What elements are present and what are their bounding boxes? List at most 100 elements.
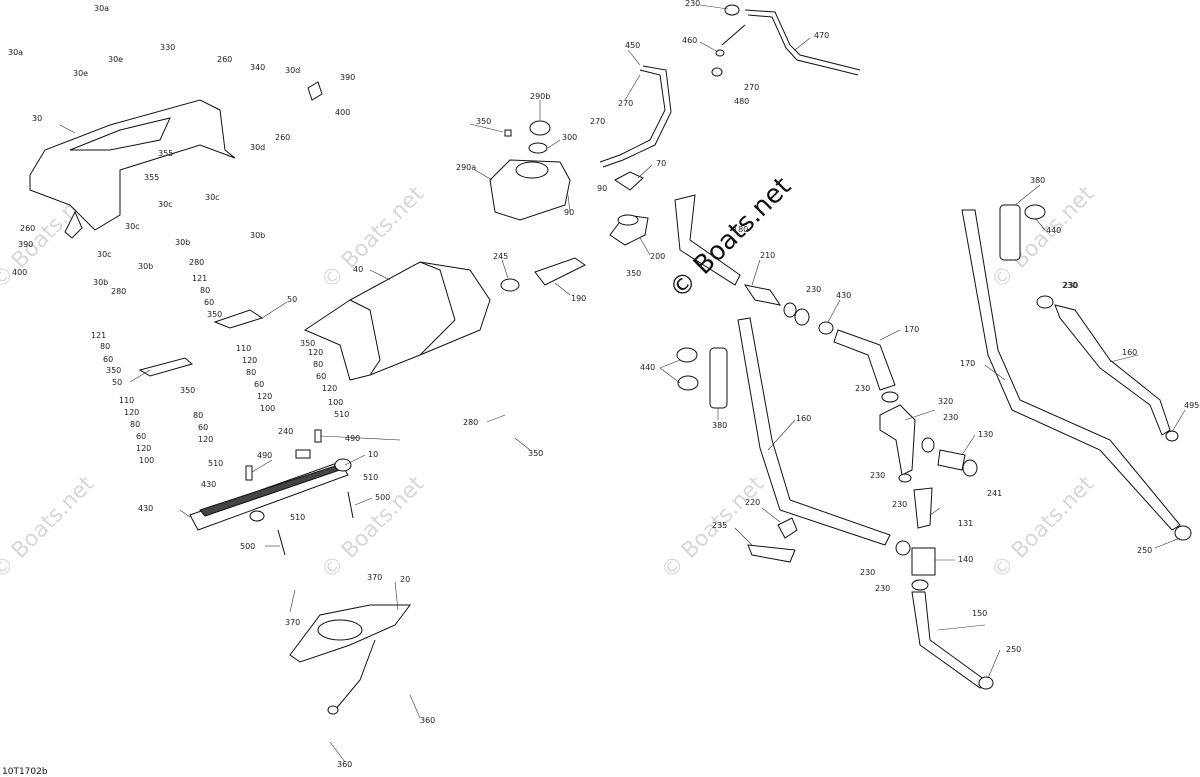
callout-370: 370 [367,573,382,582]
cap-290b [529,120,551,136]
callout-50: 50 [287,295,297,304]
callout-labels: 230 470 460 270 480 450 270 350 290b 300… [8,0,1199,769]
callout-350: 350 [300,339,315,348]
clamp-440-a [676,347,698,363]
cover-70 [614,171,644,191]
callout-30b: 30b [250,231,265,240]
part-390-top [307,81,323,101]
callout-230: 230 [892,500,907,509]
callout-140: 140 [958,555,973,564]
callout-170: 170 [904,325,919,334]
heat-exchanger-end2 [249,510,265,522]
clamp-230-top [724,4,740,16]
callout-510: 510 [334,410,349,419]
callout-120: 120 [322,384,337,393]
clamp-230-h [1036,295,1054,309]
hose-160-center [737,317,891,546]
callout-230: 230 [855,384,870,393]
cover-40-detail [349,299,381,376]
clamp-495 [1165,430,1179,442]
callout-30b: 30b [138,262,153,271]
callout-355: 355 [144,173,159,182]
callout-510: 510 [363,473,378,482]
callout-440: 440 [640,363,655,372]
hose-190 [534,257,586,286]
part-490-a [245,465,253,481]
callout-440: 440 [1046,226,1061,235]
bracket-220 [777,517,798,539]
clamp-440-right [1024,204,1046,220]
heat-exchanger-end [334,458,352,472]
callout-460: 460 [682,36,697,45]
deck-30 [29,99,236,231]
callout-380: 380 [1030,176,1045,185]
hose-180 [674,194,741,286]
reservoir-neck [515,161,549,179]
part-240 [295,449,311,459]
callout-430: 430 [836,291,851,300]
housing-200-top [617,214,639,226]
callout-120: 120 [136,444,151,453]
callout-350: 350 [106,366,121,375]
callout-240: 240 [278,427,293,436]
cable-20 [334,639,376,711]
hose-131 [913,487,933,529]
callout-80: 80 [313,360,323,369]
callout-380: 380 [712,421,727,430]
callout-80: 80 [200,286,210,295]
callout-290a: 290a [456,163,476,172]
callout-270: 270 [590,117,605,126]
callout-10: 10 [368,450,378,459]
callout-510: 510 [290,513,305,522]
callout-80: 80 [246,368,256,377]
callout-230: 230 [870,471,885,480]
callout-120: 120 [124,408,139,417]
seal-300 [528,142,548,154]
callout-350: 350 [476,117,491,126]
heat-exchanger-fins [199,465,342,517]
hose-470-edge [747,14,859,76]
callout-110: 110 [236,344,251,353]
callout-110: 110 [119,396,134,405]
callout-200: 200 [650,252,665,261]
callout-430: 430 [138,504,153,513]
callout-130: 130 [978,430,993,439]
callout-280: 280 [463,418,478,427]
callout-30c: 30c [158,200,173,209]
callout-121: 121 [192,274,207,283]
callout-280: 280 [111,287,126,296]
callout-30e: 30e [108,55,123,64]
hose-170-right [961,209,1181,531]
pipe-210 [743,284,782,306]
callout-230: 230 [943,413,958,422]
hose-130 [937,449,966,471]
callout-80: 80 [100,342,110,351]
trim-50-b [138,357,194,377]
bolt-500-b [347,491,354,519]
clamp-230-e [898,473,912,483]
callout-245: 245 [493,252,508,261]
callout-490: 490 [257,451,272,460]
callout-350: 350 [207,310,222,319]
callout-510: 510 [208,459,223,468]
callout-90: 90 [564,208,574,217]
callout-355: 355 [158,149,173,158]
callout-80: 80 [193,411,203,420]
callout-210: 210 [760,251,775,260]
deck-30-panel [69,117,171,151]
callout-430: 430 [201,480,216,489]
callout-230: 230 [1063,281,1078,290]
callout-160: 160 [1122,348,1137,357]
watermark-text: © Boats.net [987,471,1100,584]
callout-20: 20 [400,575,410,584]
callout-280: 280 [189,258,204,267]
clamp-230-a [783,302,797,318]
callout-320: 320 [938,397,953,406]
callout-260: 260 [275,133,290,142]
leader-lines [59,4,1186,763]
callout-150: 150 [972,609,987,618]
callout-230: 230 [875,584,890,593]
callout-300: 300 [562,133,577,142]
callout-120: 120 [257,392,272,401]
